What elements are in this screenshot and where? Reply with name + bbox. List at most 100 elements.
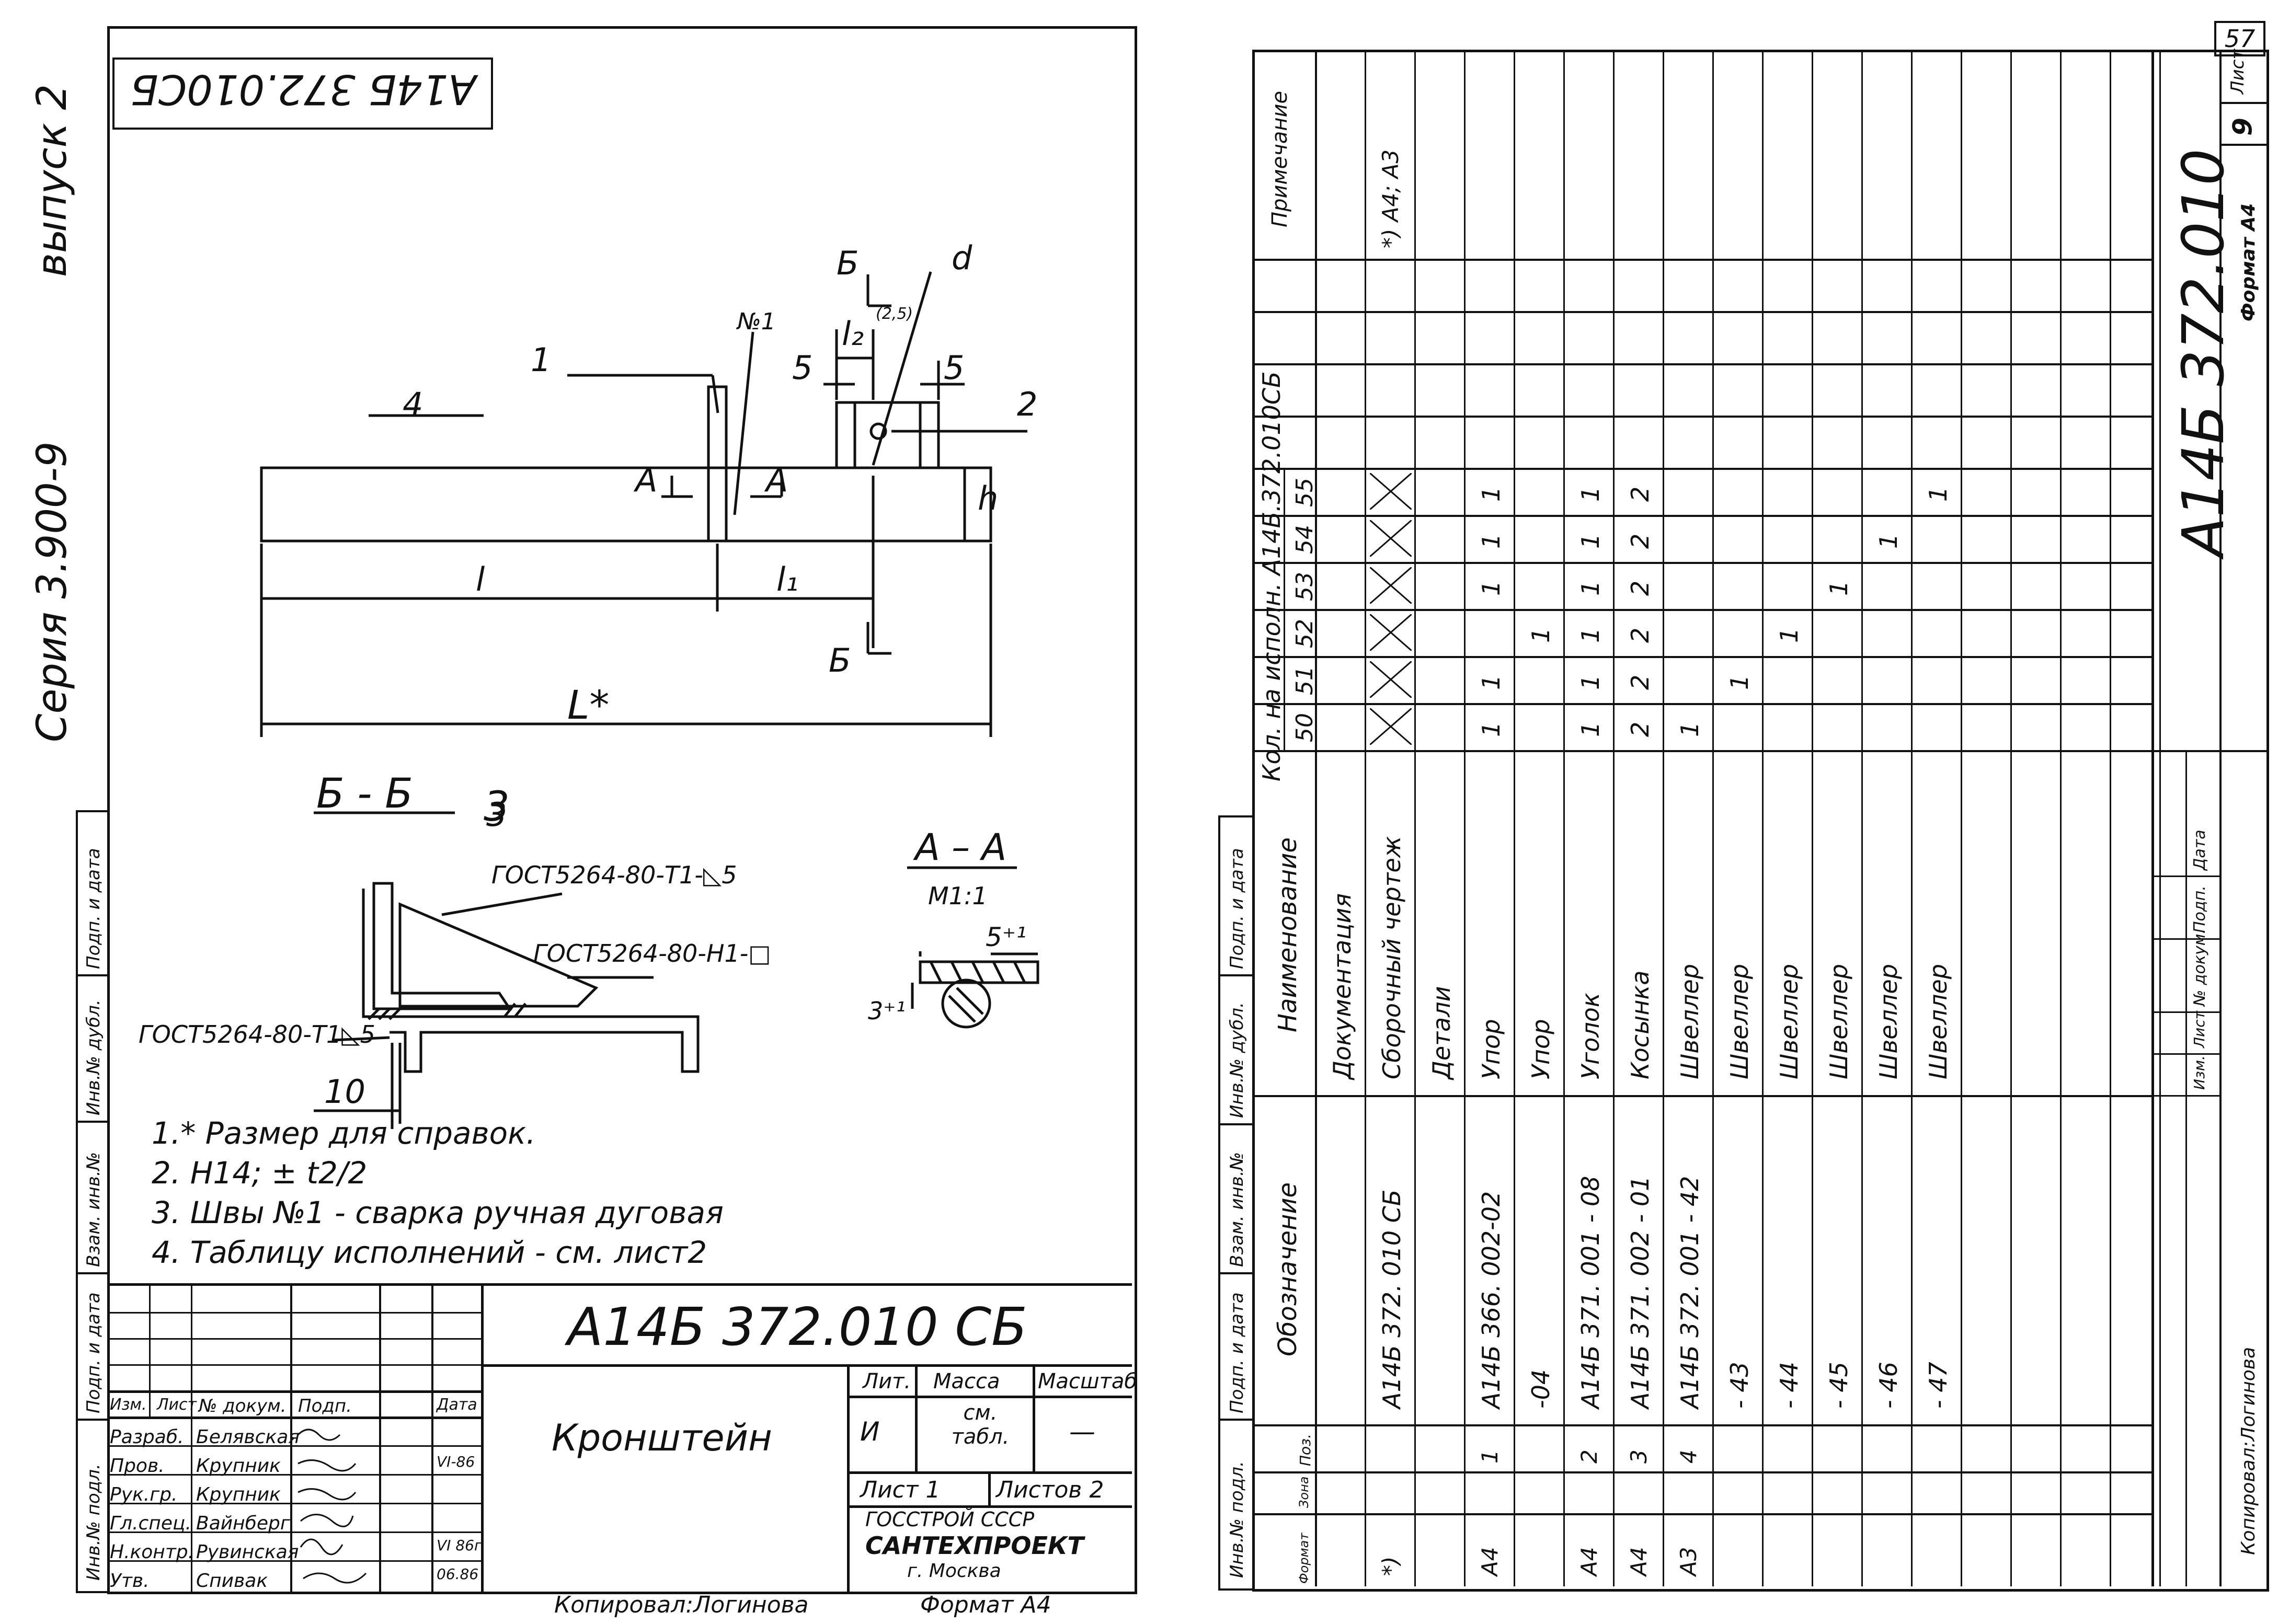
- name-column: Белявская Крупник Крупник Вайнберг Рувин…: [196, 1426, 300, 1592]
- stamp-cell: Подп. и дата: [1227, 848, 1247, 969]
- rotated-code-box: [112, 57, 493, 130]
- header-name: Наименование: [1273, 837, 1302, 1032]
- angle-part: [835, 401, 940, 469]
- cell-qty: 2: [1626, 580, 1654, 596]
- grid-line: [1563, 50, 1565, 1586]
- title-name: Кронштейн: [552, 1416, 772, 1459]
- grid-line: [1252, 1424, 2151, 1426]
- grid-line: [1252, 1471, 2151, 1473]
- grid-line: [1613, 50, 1615, 1586]
- cell-name: Швеллер: [1725, 964, 1754, 1079]
- role-column: Разраб. Пров. Рук.гр. Гл.спец. Н.контр. …: [110, 1426, 194, 1592]
- channel-section: [362, 889, 700, 1073]
- label-five-right: 5: [944, 349, 964, 387]
- org-1: ГОССТРОЙ СССР: [865, 1508, 1035, 1531]
- label-pos1: 1: [531, 341, 551, 379]
- org-2: САНТЕХПРОЕКТ: [865, 1531, 1084, 1560]
- cell-qty: 1: [1576, 533, 1605, 549]
- cell-name: Упор: [1477, 1019, 1505, 1079]
- header-pos: Поз.: [1297, 1434, 1314, 1466]
- left-footer-format: Формат А4: [920, 1592, 1051, 1618]
- right-hdr-docnum: № докум.: [2191, 929, 2209, 1006]
- label-l: l: [476, 560, 485, 598]
- label-pos4: 4: [403, 385, 423, 423]
- stamp-cell: Инв.№ дубл.: [83, 999, 104, 1115]
- variant-53: 53: [1291, 572, 1318, 601]
- grid-line: [1414, 50, 1416, 1586]
- assembly-drawing: 1 2 3 4 Б Б d А А №1 l₂ (2,5) 5 5 h l l₁…: [139, 239, 1039, 1129]
- cell-designation: - 45: [1825, 1362, 1853, 1409]
- cell-format: А4: [1477, 1547, 1503, 1576]
- hdr-sign: Подп.: [298, 1396, 352, 1416]
- cell-name: Швеллер: [1874, 964, 1903, 1079]
- cell-qty: 1: [1477, 486, 1505, 502]
- right-footer-format: Формат А4: [2238, 203, 2259, 321]
- right-sheet-no: 9: [2227, 118, 2258, 136]
- label-section-bb: Б - Б: [316, 770, 413, 817]
- header-note: Примечание: [1268, 90, 1292, 227]
- stamp-cell: Подп. и дата: [1227, 1292, 1247, 1413]
- cell-name: Швеллер: [1825, 964, 1853, 1079]
- grid-line: [1365, 50, 1366, 1586]
- label-ten: 10: [324, 1073, 365, 1111]
- cell-qty: 2: [1626, 721, 1654, 737]
- cell-designation: А14Б 371. 001 - 08: [1576, 1176, 1605, 1409]
- variant-52: 52: [1291, 619, 1318, 648]
- stamp-cell: Подп. и дата: [83, 848, 104, 969]
- grid-line: [1252, 468, 2151, 470]
- cell-qty: 1: [1676, 721, 1704, 737]
- date-2: VI 86г: [437, 1537, 482, 1554]
- cell-qty: 1: [1576, 627, 1605, 643]
- grid-line: [1315, 50, 1317, 1586]
- cell-designation: - 43: [1725, 1362, 1754, 1409]
- mass-label: Масса: [933, 1369, 1000, 1393]
- right-code: А14Б 372.010: [2170, 148, 2237, 557]
- cell-format: А4: [1626, 1547, 1652, 1576]
- cell-format: А4: [1576, 1547, 1602, 1576]
- stamp-cell: Взам. инв.№: [1227, 1151, 1247, 1267]
- cell-designation: -04: [1527, 1369, 1555, 1409]
- grid-line: [1252, 703, 2151, 705]
- cell-name: Косынка: [1626, 970, 1654, 1079]
- cross-mark: [1369, 613, 1412, 652]
- cell-name: Швеллер: [1775, 964, 1803, 1079]
- cell-qty: 1: [1924, 486, 1952, 502]
- header-zone: Зона: [1297, 1476, 1311, 1508]
- right-sheet-label: Лист: [2227, 49, 2248, 94]
- org-3: г. Москва: [907, 1560, 1001, 1582]
- cell-name: Швеллер: [1924, 964, 1952, 1079]
- cell-designation: - 44: [1775, 1362, 1803, 1409]
- cell-pos: 3: [1626, 1449, 1652, 1464]
- left-title-block: А14Б 372.010 СБ Кронштейн Лит. Масса Мас…: [107, 1283, 1137, 1592]
- stamp-cell: Инв.№ подл.: [1227, 1461, 1247, 1578]
- cell-qty: 1: [1477, 533, 1505, 549]
- grid-line: [2060, 50, 2062, 1586]
- left-footer-copy: Копировал:Логинова: [554, 1592, 809, 1618]
- cell-designation: - 46: [1874, 1362, 1903, 1409]
- grid-line: [1514, 50, 1515, 1586]
- label-a-left: А: [633, 461, 657, 499]
- grid-line: [1252, 656, 2151, 658]
- stamp-cell: Взам. инв.№: [83, 1151, 104, 1267]
- grid-line: [1252, 1513, 2151, 1515]
- right-hdr-sign: Подп.: [2191, 885, 2209, 933]
- grid-line: [1961, 50, 1962, 1586]
- header-format: Формат: [1297, 1533, 1311, 1584]
- label-section-3: 3: [484, 784, 510, 831]
- cell-designation: А14Б 366. 002-02: [1477, 1191, 1505, 1409]
- variant-51: 51: [1291, 666, 1318, 695]
- grid-line: [2110, 50, 2111, 1586]
- label-five-left: 5: [792, 349, 812, 387]
- label-L: L*: [567, 682, 609, 728]
- grid-line: [1252, 515, 2151, 517]
- label-h: h: [978, 479, 998, 517]
- label-scale: М1:1: [928, 882, 988, 910]
- cell-designation: - 47: [1924, 1362, 1952, 1409]
- cell-qty: 1: [1725, 674, 1754, 690]
- label-d: d: [952, 239, 972, 277]
- date-3: 06.86: [437, 1565, 479, 1583]
- grid-line: [1252, 50, 2151, 52]
- hdr-date: Дата: [437, 1396, 477, 1414]
- variant-50: 50: [1291, 713, 1318, 742]
- cell-pos: 1: [1477, 1449, 1503, 1464]
